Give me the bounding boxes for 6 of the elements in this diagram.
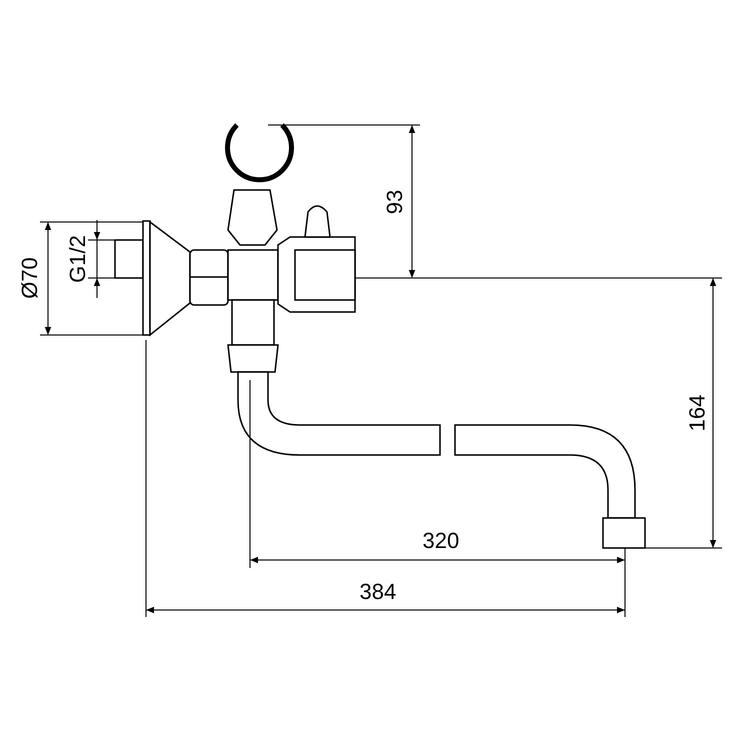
- dimension-label: 93: [384, 190, 406, 214]
- dimension-label: 164: [686, 394, 708, 432]
- dimension-label: Ø70: [18, 257, 41, 299]
- dimension-label: 320: [422, 530, 460, 552]
- dimension-label: 384: [360, 581, 396, 603]
- dimension-label: G1/2: [66, 235, 89, 283]
